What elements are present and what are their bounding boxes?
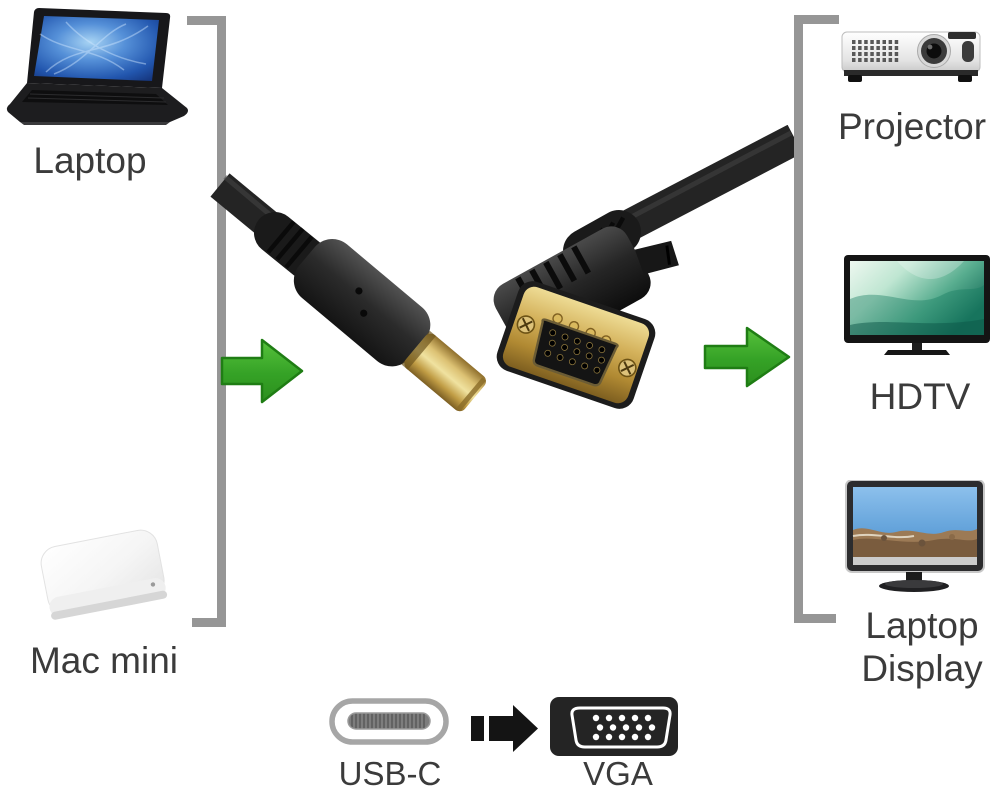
laptop-image bbox=[6, 8, 188, 125]
usb-c-to-vga-cable-image bbox=[210, 125, 803, 412]
vga-plug bbox=[493, 125, 803, 409]
target-label-laptop-display: Laptop Display bbox=[861, 605, 983, 689]
monitor-image bbox=[845, 480, 985, 592]
source-label-laptop: Laptop bbox=[33, 140, 147, 181]
vga-port-icon bbox=[550, 697, 678, 756]
legend-label-vga: VGA bbox=[583, 755, 653, 792]
usb-c-port-icon bbox=[329, 698, 449, 745]
hdtv-image bbox=[844, 255, 990, 355]
usb-c-plug bbox=[210, 173, 487, 412]
projector-image bbox=[841, 31, 981, 82]
vga-screw-icon bbox=[516, 315, 637, 378]
green-arrow-left-icon bbox=[220, 338, 304, 404]
source-label-mac-mini: Mac mini bbox=[29, 640, 179, 681]
legend-label-usb-c: USB-C bbox=[338, 755, 442, 792]
green-arrow-right-icon bbox=[703, 326, 791, 388]
target-label-projector: Projector bbox=[837, 106, 987, 147]
target-label-hdtv: HDTV bbox=[869, 376, 971, 417]
mac-mini-image bbox=[40, 529, 168, 620]
black-arrow-right-icon bbox=[471, 705, 538, 752]
